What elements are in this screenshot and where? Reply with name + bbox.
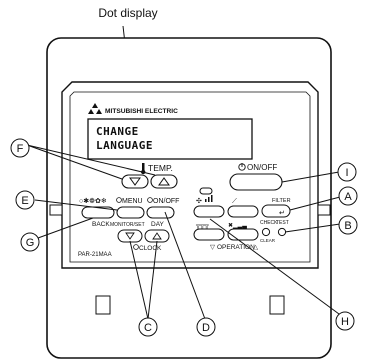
on-off-main-button[interactable]: [229, 173, 283, 191]
back-label: BACK: [92, 221, 110, 228]
callout-d: D: [196, 317, 216, 337]
clock-up-button[interactable]: [144, 229, 170, 243]
controller-face: [61, 81, 319, 269]
svg-text:A: A: [344, 191, 352, 203]
clock-icon: [133, 244, 139, 250]
display-line-1: CHANGE: [96, 125, 139, 138]
temp-label: TEMP.: [148, 163, 173, 173]
svg-text:E: E: [21, 195, 28, 207]
diagram-title: Dot display: [98, 6, 157, 20]
menu-label: MENU: [122, 198, 143, 205]
clear-label: CLEAR: [260, 238, 276, 243]
check-label: CHECK: [260, 220, 278, 226]
dot-display: [87, 118, 253, 160]
monitor-set-label: MONITOR/SET: [110, 222, 145, 228]
on-off-main-label: ON/OFF: [247, 163, 277, 172]
on-off-small-button[interactable]: [146, 206, 175, 219]
left-clip: [49, 204, 63, 216]
enter-icon: ↵: [279, 210, 285, 217]
face-inner-frame: [69, 91, 311, 263]
filter-button[interactable]: [261, 204, 291, 218]
on-off-small-label: ON/OFF: [153, 198, 179, 205]
triangle-up-icon: [152, 232, 162, 240]
bottom-hook-left: [95, 295, 111, 315]
power-icon: [238, 163, 246, 171]
svg-text:B: B: [344, 220, 351, 232]
model-label: PAR-21MAA: [78, 252, 112, 258]
operation-up-button[interactable]: [227, 228, 259, 241]
ventilation-icon: ╦╦╦: [195, 223, 210, 229]
test-button[interactable]: [277, 227, 287, 237]
day-label: DAY: [151, 221, 165, 228]
power-icon: [147, 197, 153, 203]
callout-h: H: [335, 311, 355, 331]
display-line-2: LANGUAGE: [96, 139, 153, 152]
temp-down-button[interactable]: [121, 174, 149, 189]
svg-text:F: F: [17, 143, 24, 155]
mode-icons: ○✱❁✿❄: [79, 197, 107, 205]
test-label: TEST: [276, 220, 289, 226]
operation-lamp: [199, 187, 213, 195]
operation-down-icon: ▽: [210, 244, 216, 251]
triangle-down-icon: [125, 232, 135, 240]
louver-swing-icon: ✖▁▂▃: [228, 222, 247, 229]
bottom-hook-right: [269, 295, 285, 315]
svg-text:I: I: [345, 167, 348, 179]
brand-text: MITSUBISHI ELECTRIC: [105, 108, 178, 115]
mitsubishi-logo: [88, 103, 102, 114]
right-clip: [317, 204, 331, 216]
menu-icon: [116, 197, 122, 203]
svg-text:C: C: [144, 322, 152, 334]
fan-speed-icon: ✣: [196, 195, 213, 205]
callout-c: C: [138, 317, 158, 337]
fan-speed-button[interactable]: [193, 205, 225, 218]
temp-up-button[interactable]: [150, 174, 178, 189]
callout-a: A: [338, 186, 358, 206]
check-button[interactable]: [261, 227, 271, 237]
louver-button[interactable]: [227, 205, 259, 218]
operation-down-button[interactable]: [193, 228, 225, 241]
svg-text:H: H: [341, 316, 349, 328]
callout-leaders: [26, 144, 341, 320]
triangle-up-icon: [158, 177, 170, 186]
operation-label: OPERATION: [217, 244, 255, 251]
mode-button[interactable]: [81, 206, 115, 219]
louver-icon: ⟋: [232, 197, 237, 205]
callout-f: F: [10, 138, 30, 158]
svg-text:G: G: [26, 237, 35, 249]
callout-g: G: [20, 232, 40, 252]
clock-label: CLOCK: [139, 245, 162, 252]
menu-button[interactable]: [116, 206, 145, 219]
svg-text:✣: ✣: [196, 197, 202, 205]
clock-down-button[interactable]: [117, 229, 143, 243]
operation-up-icon: △: [253, 244, 259, 251]
callout-i: I: [337, 162, 357, 182]
svg-text:D: D: [202, 322, 210, 334]
callout-e: E: [15, 190, 35, 210]
callout-b: B: [338, 215, 358, 235]
filter-label: FILTER: [272, 198, 291, 204]
triangle-down-icon: [129, 177, 141, 186]
